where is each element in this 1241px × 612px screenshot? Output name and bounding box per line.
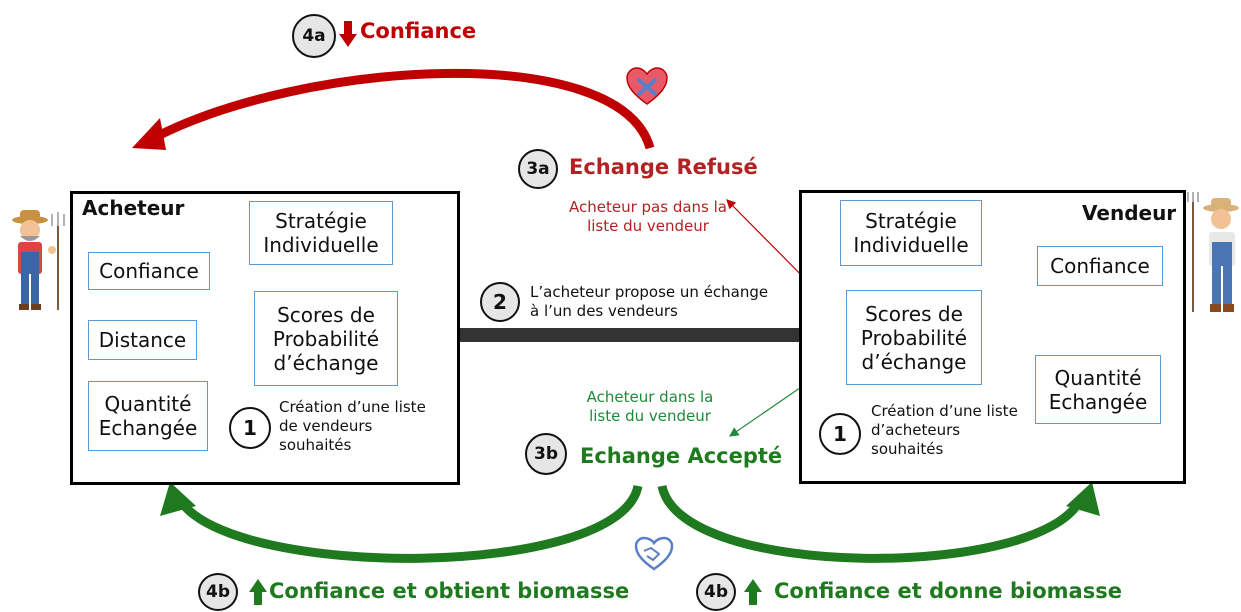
step-4b-left-badge: 4b [198, 573, 238, 611]
step-3b-badge: 3b [525, 433, 567, 475]
step-3a-condition: Acheteur pas dans la liste du vendeur [569, 198, 727, 235]
buyer-scores-box: Scores de Probabilité d’échange [254, 291, 398, 386]
step-2-badge: 2 [480, 282, 520, 322]
broken-heart-icon [626, 67, 668, 105]
seller-title: Vendeur [1082, 201, 1177, 225]
step-3a-label: Echange Refusé [569, 155, 758, 179]
buyer-step-1-text: Création d’une liste de vendeurs souhait… [279, 398, 426, 454]
curve-4b-left [176, 484, 643, 563]
curve-4a-head [132, 118, 166, 150]
seller-step-1-text: Création d’une liste d’acheteurs souhait… [871, 402, 1018, 458]
buyer-quantity-box: Quantité Echangée [88, 381, 208, 451]
seller-trust-box: Confiance [1037, 246, 1163, 286]
step-4b-right-badge: 4b [696, 573, 736, 611]
buyer-step-1-badge: 1 [229, 407, 271, 449]
seller-scores-box: Scores de Probabilité d’échange [846, 290, 982, 385]
handshake-icon [634, 536, 674, 571]
curve-4a [147, 68, 655, 150]
buyer-distance-box: Distance [88, 320, 197, 360]
arrow-up-icon [744, 579, 762, 605]
farmer-buyer-icon [12, 210, 65, 310]
step-4a-label: Confiance [360, 19, 477, 43]
arrow-up-icon [249, 579, 267, 605]
seller-step-1-badge: 1 [819, 413, 861, 455]
step-3b-label: Echange Accepté [580, 444, 783, 468]
step-4b-right-label: Confiance et donne biomasse [774, 579, 1122, 603]
step-3b-condition: Acheteur dans la liste du vendeur [586, 388, 714, 425]
curve-4b-left-head [160, 482, 196, 516]
seller-quantity-box: Quantité Echangée [1035, 355, 1161, 424]
buyer-strategy-box: Stratégie Individuelle [249, 201, 393, 265]
buyer-title: Acheteur [82, 196, 185, 220]
curve-4b-right-head [1066, 482, 1100, 516]
farmer-seller-icon [1187, 192, 1239, 312]
buyer-trust-box: Confiance [88, 252, 210, 290]
proposal-arrow-shaft [437, 328, 813, 342]
step-4a-badge: 4a [292, 14, 336, 58]
curve-4b-right [657, 484, 1085, 563]
step-4b-left-label: Confiance et obtient biomasse [269, 579, 630, 603]
step-2-text: L’acheteur propose un échange à l’un des… [530, 283, 769, 320]
seller-strategy-box: Stratégie Individuelle [840, 200, 982, 266]
step-3a-badge: 3a [518, 149, 558, 189]
arrow-down-icon [339, 21, 357, 47]
